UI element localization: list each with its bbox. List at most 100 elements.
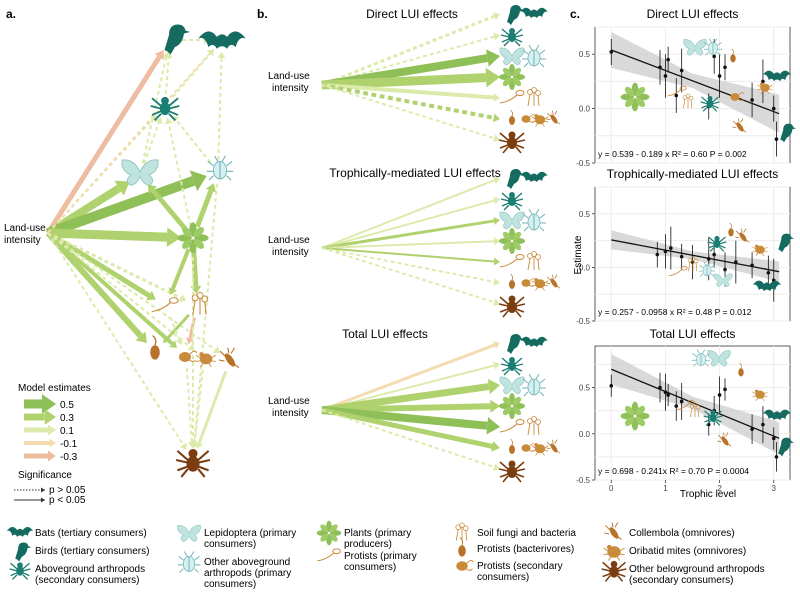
panel-b-total-source-1: Land-use (268, 396, 310, 407)
panel-a-arrow-3 (47, 227, 182, 247)
beetle-icon (206, 155, 234, 181)
legend-estimate-arrow-1 (24, 409, 56, 425)
chart-point-1-6 (712, 252, 716, 257)
panel-a-arrow-5 (46, 230, 156, 301)
chart-point-0-3 (666, 57, 670, 62)
panel-b-arrow-1-1 (321, 196, 500, 249)
group-legend-label-0-0: Bats (tertiary consumers) (35, 528, 147, 539)
panel-a-label: a. (6, 7, 16, 21)
group-legend-item-7: Soil fungi and bacteria (455, 522, 576, 542)
panel-b-1-spider-icon (500, 191, 524, 211)
legend-estimate-label-4: -0.3 (60, 452, 78, 463)
collembola-icon (604, 522, 623, 541)
panel-b-1-mite-icon (531, 277, 549, 291)
group-legend-label-8-0: Protists (bacterivores) (477, 544, 574, 555)
chart-point-2-12 (771, 436, 776, 441)
chart-point-0-5 (679, 68, 684, 73)
legend-estimates: 0.50.30.1-0.1-0.3 (24, 394, 78, 463)
panel-b-1-collembola-icon (546, 274, 561, 289)
mite-icon (603, 544, 625, 561)
group-legend-label-3-1: consumers) (204, 539, 256, 550)
panel-b-0-butterfly-icon (499, 47, 525, 66)
panel-a-arrow-17 (190, 249, 202, 295)
fungi-icon (191, 291, 209, 316)
legend-sig-solid-head (41, 497, 45, 503)
panel-b-2-bird-icon (507, 334, 524, 354)
group-legend-label-4-2: consumers) (204, 579, 256, 590)
panel-a-network (45, 24, 246, 478)
panel-b-arrow-2-0 (321, 341, 500, 412)
chart-ytick-label-0-1: 0.0 (579, 105, 591, 114)
panel-b-arrow-0-4 (321, 83, 500, 102)
chart-title-0: Direct LUI effects (647, 7, 739, 21)
group-legend-label-1-0: Birds (tertiary consumers) (35, 546, 149, 557)
chart-ytick-label-1-0: -0.5 (576, 317, 590, 326)
panel-a-arrow-19 (143, 117, 163, 165)
chart-point-1-8 (734, 260, 738, 264)
chart-point-1-7 (723, 267, 727, 272)
legend-estimate-arrow-2 (24, 424, 56, 436)
panel-b-direct-title: Direct LUI effects (366, 7, 458, 21)
panel-a-arrow-0 (45, 50, 164, 235)
group-legend-label-9-1: consumers) (477, 572, 529, 583)
plant-icon (316, 520, 342, 546)
panel-b-total-source-2: intensity (272, 408, 309, 419)
chart-point-1-5 (706, 257, 711, 261)
panel-a-arrow-24 (163, 313, 191, 344)
group-legend-item-2: Aboveground arthropods(secondary consume… (8, 561, 145, 586)
legend-sig-item-1: p < 0.05 (49, 495, 86, 506)
chart-point-0-2 (663, 74, 668, 78)
group-legend-item-10: Collembola (omnivores) (604, 522, 735, 541)
group-legend: Bats (tertiary consumers) Birds (tertiary… (6, 520, 765, 590)
panel-b-troph-source-1: Land-use (268, 235, 310, 246)
legend-significance-title: Significance (18, 470, 72, 481)
panel-b-0-fungi-icon (527, 87, 541, 107)
panel-a-arrow-2 (46, 170, 207, 238)
protist-icon (317, 548, 341, 562)
chart-title-2: Total LUI effects (650, 327, 736, 341)
legend-estimate-label-1: 0.3 (60, 413, 74, 424)
panel-b-2-mite-icon (531, 442, 549, 456)
chart-xtick-label-3: 3 (772, 484, 777, 493)
panel-a-arrow-10 (47, 232, 221, 354)
panel-b-1-beetle-icon (521, 208, 547, 232)
panel-b-troph-title: Trophically-mediated LUI effects (329, 166, 500, 180)
butterfly-icon (121, 159, 159, 186)
panel-a-arrow-26 (169, 316, 184, 345)
chart-ytick-label-2-2: 0.5 (579, 384, 591, 393)
group-legend-label-9-0: Protists (secondary (477, 561, 563, 572)
panel-b-arrow-1-4 (321, 247, 500, 266)
panel-a-arrow-16 (168, 248, 191, 295)
chart-point-2-2 (663, 390, 668, 395)
butterfly-icon (177, 525, 201, 542)
chart-point-2-5 (679, 399, 684, 404)
chart-point-1-2 (669, 246, 673, 250)
panel-b-arrow-2-5 (321, 407, 500, 452)
panel-a-arrow-15 (164, 117, 192, 227)
panel-b-2-spider-icon (500, 356, 524, 376)
group-legend-label-10-0: Collembola (omnivores) (629, 528, 735, 539)
chart-point-0-7 (712, 54, 716, 59)
panel-a-arrow-22 (217, 51, 226, 161)
panel-b-1-belowspider-icon (498, 294, 526, 318)
group-legend-item-0: Bats (tertiary consumers) (6, 527, 147, 539)
legend-estimate-label-2: 0.1 (60, 426, 74, 437)
panel-b-1-protbact-icon (508, 273, 516, 290)
legend-estimate-label-0: 0.5 (60, 400, 74, 411)
panel-b-direct-source-2: intensity (272, 83, 309, 94)
panel-c-label: c. (570, 7, 580, 21)
panel-b-arrow-1-3 (321, 237, 500, 249)
group-legend-item-8: Protists (bacterivores) (457, 537, 574, 558)
panel-b-0-collembola-icon (546, 110, 561, 125)
chart-point-1-3 (679, 254, 684, 259)
legend-sig-dotted-head (41, 487, 45, 493)
panel-b-2-fungi-icon (527, 416, 541, 436)
chart-equation-0: y = 0.539 - 0.189 x R² = 0.60 P = 0.002 (598, 149, 747, 159)
chart-point-2-13 (774, 455, 779, 459)
beetle-icon (177, 551, 201, 573)
panel-a-arrow-7 (45, 230, 147, 344)
panel-b-2-protbact-icon (508, 438, 516, 455)
panel-b-total-title: Total LUI effects (342, 327, 428, 341)
